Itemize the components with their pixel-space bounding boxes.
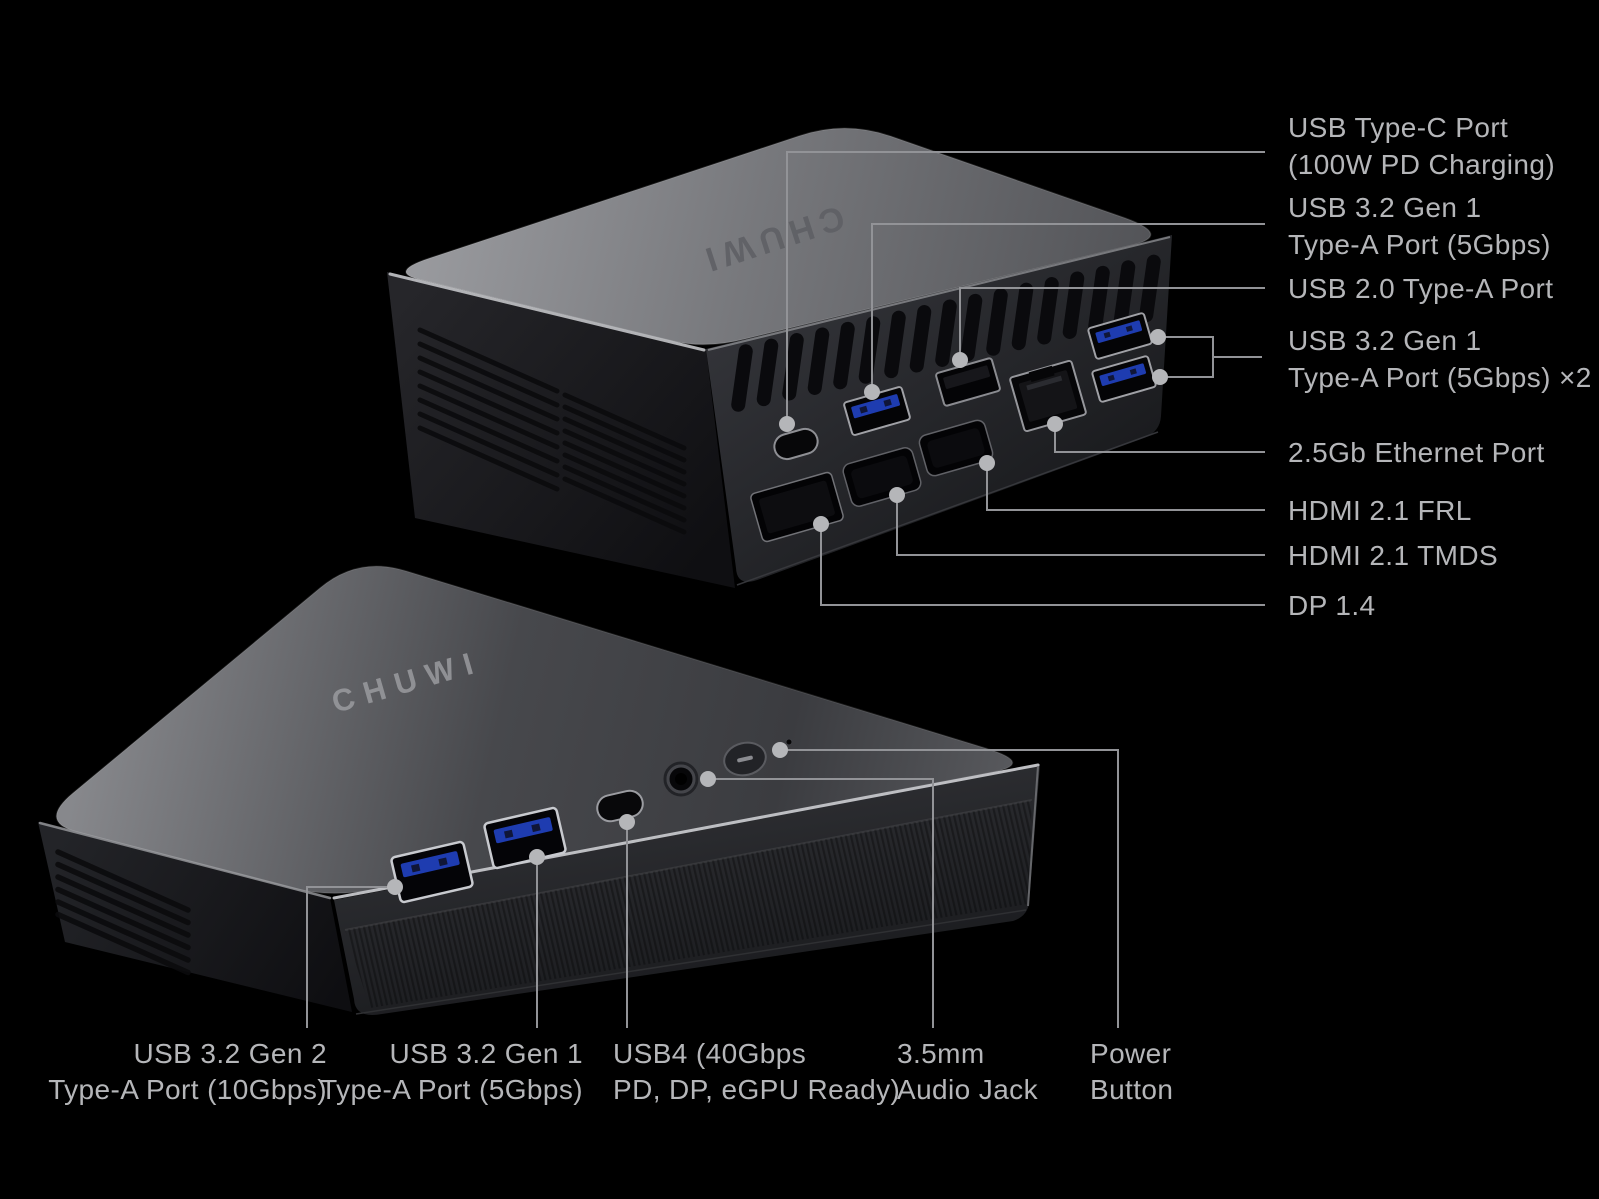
label-line: Power	[1090, 1038, 1172, 1069]
edge-highlight	[388, 272, 706, 352]
label-audio-jack: 3.5mm Audio Jack	[897, 1036, 1038, 1108]
label-usb32-gen1: USB 3.2 Gen 1 Type-A Port (5Gbps)	[1288, 189, 1551, 263]
audio-jack-port	[663, 761, 699, 797]
label-power-button: Power Button	[1090, 1036, 1173, 1108]
label-hdmi-tmds: HDMI 2.1 TMDS	[1288, 537, 1498, 574]
callout-line-hdmi-frl	[986, 463, 1265, 511]
hdmi-frl-port	[918, 419, 994, 477]
label-line: USB 3.2 Gen 1	[1288, 192, 1482, 223]
label-line: USB 3.2 Gen 1	[1288, 325, 1482, 356]
label-line: (100W PD Charging)	[1288, 149, 1556, 180]
callout-line-power	[780, 749, 1119, 1028]
callout-dots	[387, 329, 1168, 895]
callout-line-hdmi-tmds	[896, 495, 1265, 556]
label-usb32-gen1-front: USB 3.2 Gen 1 Type-A Port (5Gbps)	[320, 1036, 583, 1108]
callout-lines	[306, 151, 1265, 1028]
callout-line-usb20	[959, 287, 1265, 360]
label-line: Type-A Port (5Gbps)	[1288, 229, 1551, 260]
front-view-device: CHUWI	[38, 565, 1040, 1015]
edge-shadow	[355, 909, 1027, 1015]
label-line: DP 1.4	[1288, 590, 1376, 621]
label-line: Type-A Port (10Gbps)	[48, 1074, 327, 1105]
usb-c-rear-port	[773, 427, 819, 461]
label-line: Type-A Port (5Gbps)	[320, 1074, 583, 1105]
label-line: USB 3.2 Gen 2	[133, 1038, 327, 1069]
callout-line-ethernet	[1054, 424, 1265, 453]
edge-shadow	[736, 431, 1159, 586]
callout-line-usb32-gen1	[871, 223, 1265, 392]
power-button[interactable]	[721, 739, 769, 780]
rear-view-device: CHUWI	[387, 127, 1172, 588]
rear-device-left-face	[387, 272, 735, 588]
edge-highlight	[707, 236, 1171, 351]
callout-line-dp	[820, 524, 1265, 606]
callout-line-usb32-gen2-front	[306, 886, 395, 1028]
label-line: USB4 (40Gbps	[613, 1038, 807, 1069]
label-line: Audio Jack	[897, 1074, 1038, 1105]
label-line: HDMI 2.1 FRL	[1288, 495, 1472, 526]
side-vent-grille	[55, 849, 191, 976]
front-recess-edge	[344, 799, 1033, 931]
edge-highlight	[1027, 765, 1039, 907]
label-line: Type-A Port (5Gbps) ×2	[1288, 362, 1592, 393]
callout-line-audio	[708, 778, 934, 1028]
label-dp: DP 1.4	[1288, 587, 1376, 624]
label-line: USB 2.0 Type-A Port	[1288, 273, 1554, 304]
label-line: HDMI 2.1 TMDS	[1288, 540, 1499, 571]
usb-a-5gbps-x2-bottom-port	[1091, 355, 1157, 403]
usb-a-5gbps-front-port	[483, 806, 567, 870]
label-usb-type-c: USB Type-C Port (100W PD Charging)	[1288, 109, 1555, 183]
callout-line-usb32-x2-bracket	[1158, 336, 1214, 378]
callout-line-usb-type-c	[786, 151, 1265, 424]
label-line: PD, DP, eGPU Ready)	[613, 1074, 901, 1105]
label-line: 2.5Gb Ethernet Port	[1288, 437, 1545, 468]
edge-highlight	[38, 821, 332, 900]
label-usb32-x2: USB 3.2 Gen 1 Type-A Port (5Gbps) ×2	[1288, 322, 1592, 396]
label-line: 3.5mm	[897, 1038, 985, 1069]
front-recess-texture	[345, 800, 1032, 1008]
label-ethernet: 2.5Gb Ethernet Port	[1288, 434, 1545, 471]
power-led-pinhole	[785, 738, 793, 746]
label-line: USB 3.2 Gen 1	[389, 1038, 583, 1069]
side-vent-grille	[417, 327, 687, 535]
label-usb32-gen2-front: USB 3.2 Gen 2 Type-A Port (10Gbps)	[48, 1036, 327, 1108]
label-line: USB Type-C Port	[1288, 112, 1509, 143]
label-hdmi-frl: HDMI 2.1 FRL	[1288, 492, 1472, 529]
front-device-left-face	[38, 822, 352, 1012]
label-usb20: USB 2.0 Type-A Port	[1288, 270, 1553, 307]
label-usb4-front: USB4 (40Gbps PD, DP, eGPU Ready)	[613, 1036, 900, 1108]
label-line: Button	[1090, 1074, 1174, 1105]
rear-device-top-face	[405, 127, 1152, 346]
usb-a-5gbps-x2-top-port	[1087, 312, 1153, 360]
